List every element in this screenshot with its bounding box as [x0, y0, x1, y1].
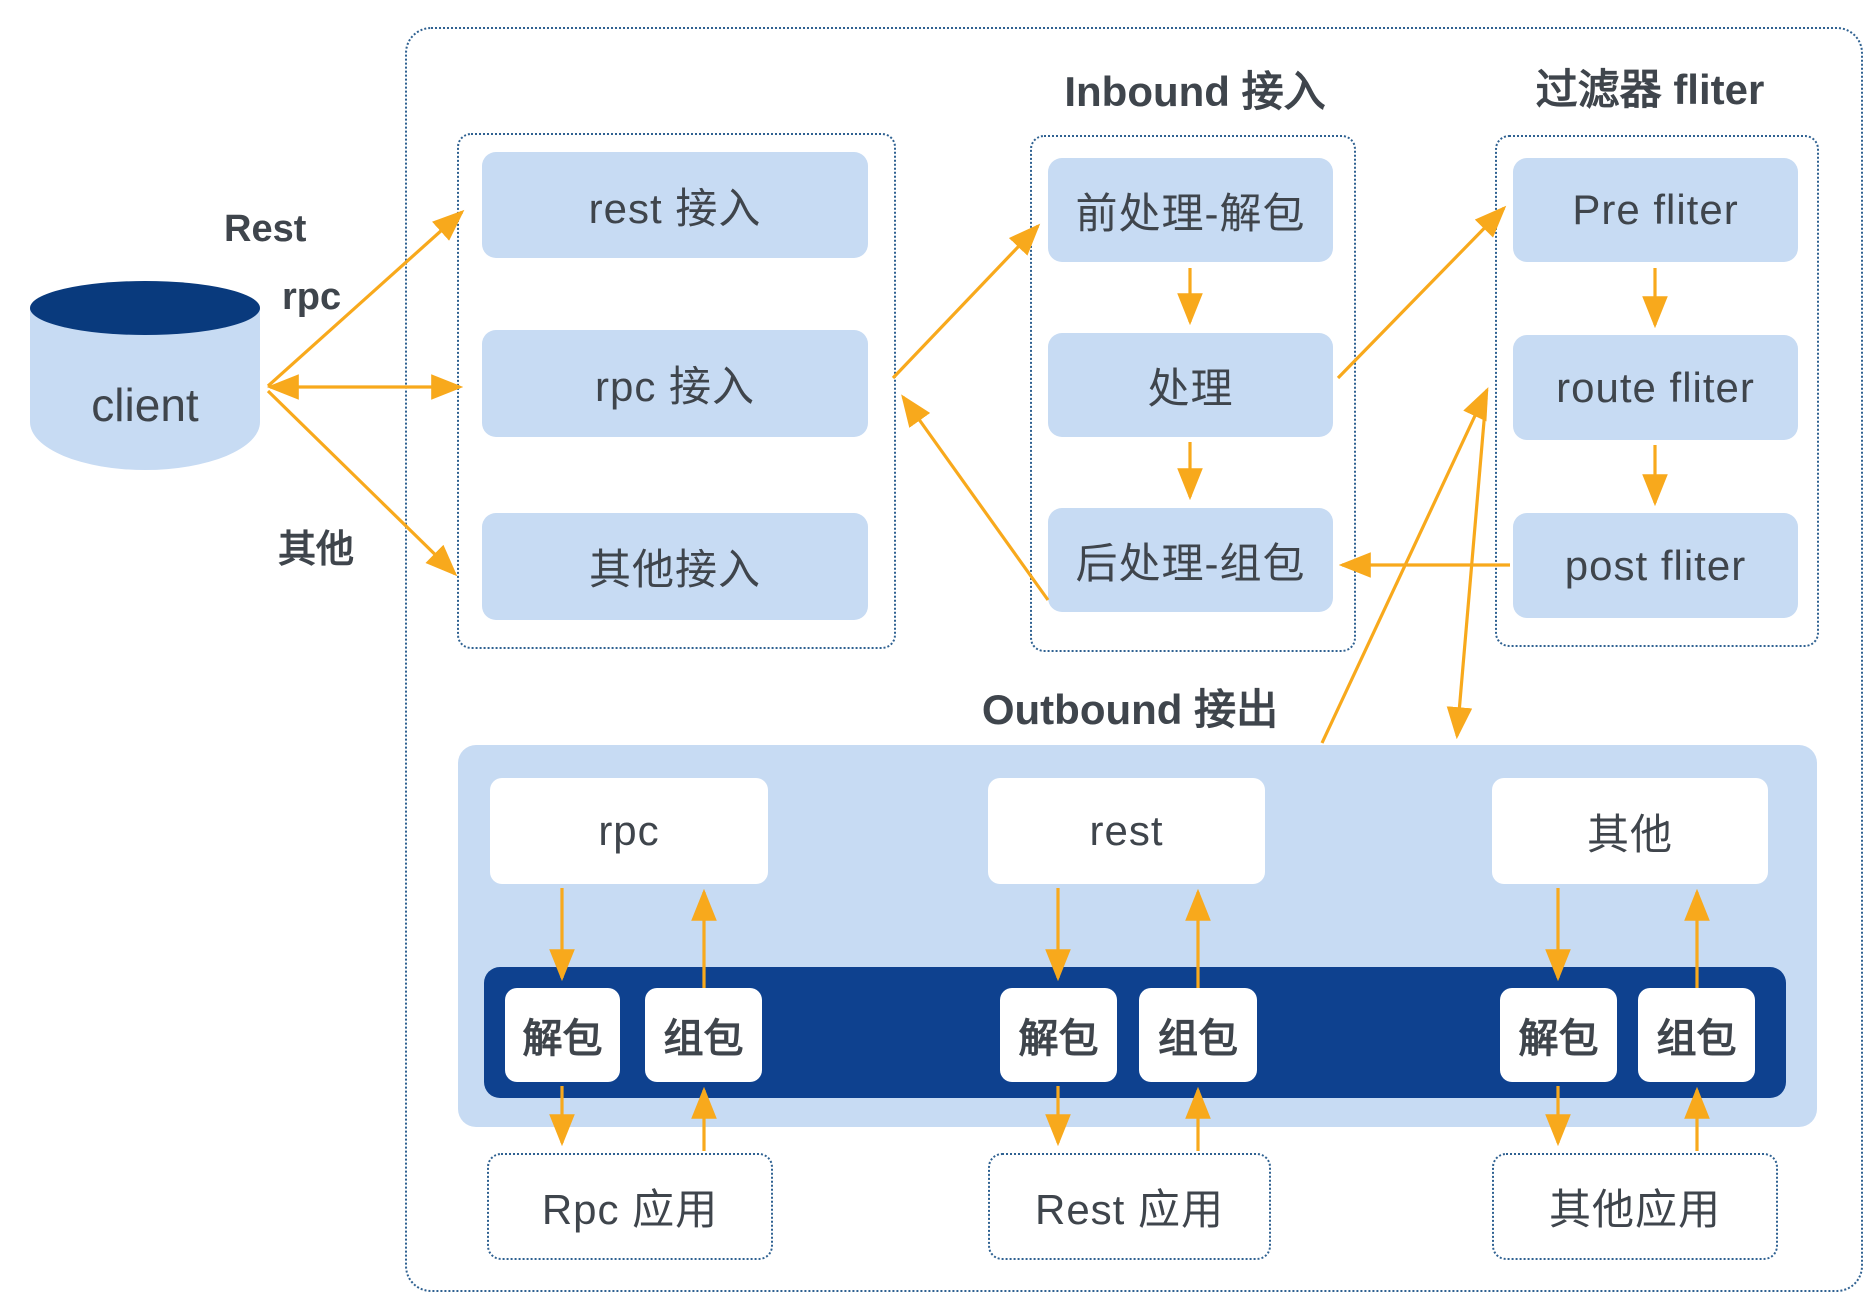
- node-rest-access: rest 接入: [482, 152, 868, 258]
- rpc-pack-box: 组包: [645, 988, 762, 1082]
- other-unpack-box: 解包: [1500, 988, 1617, 1082]
- node-pre-process-unpack: 前处理-解包: [1048, 158, 1333, 262]
- node-process: 处理: [1048, 333, 1333, 437]
- rest-app-box: Rest 应用: [988, 1153, 1271, 1260]
- edge-label-rpc: rpc: [282, 276, 342, 318]
- node-post-process-pack: 后处理-组包: [1048, 508, 1333, 612]
- client-cylinder-body: [30, 308, 260, 470]
- rest-pack-box: 组包: [1139, 988, 1257, 1082]
- rpc-unpack-box: 解包: [505, 988, 620, 1082]
- node-rpc-access: rpc 接入: [482, 330, 868, 437]
- rest-unpack-box: 解包: [1000, 988, 1117, 1082]
- rpc-app-box: Rpc 应用: [487, 1153, 773, 1260]
- filter-group: [1495, 135, 1819, 647]
- edge-label-rest: Rest: [224, 208, 307, 250]
- node-route-filter: route fliter: [1513, 335, 1798, 440]
- node-pre-filter: Pre fliter: [1513, 158, 1798, 262]
- other-pack-box: 组包: [1638, 988, 1755, 1082]
- edge-label-other: 其他: [278, 529, 355, 571]
- outbound-rpc-box: rpc: [490, 778, 768, 884]
- other-app-box: 其他应用: [1492, 1153, 1778, 1260]
- inbound-title: Inbound 接入: [1064, 68, 1326, 115]
- node-other-access: 其他接入: [482, 513, 868, 620]
- outbound-other-box: 其他: [1492, 778, 1768, 884]
- client-label: client: [91, 379, 199, 431]
- node-post-filter: post fliter: [1513, 513, 1798, 618]
- filter-title: 过滤器 fliter: [1535, 66, 1765, 113]
- client-cylinder-top: [30, 281, 260, 335]
- gateway-frame: [405, 27, 1863, 1292]
- outbound-title: Outbound 接出: [981, 686, 1279, 733]
- outbound-rest-box: rest: [988, 778, 1265, 884]
